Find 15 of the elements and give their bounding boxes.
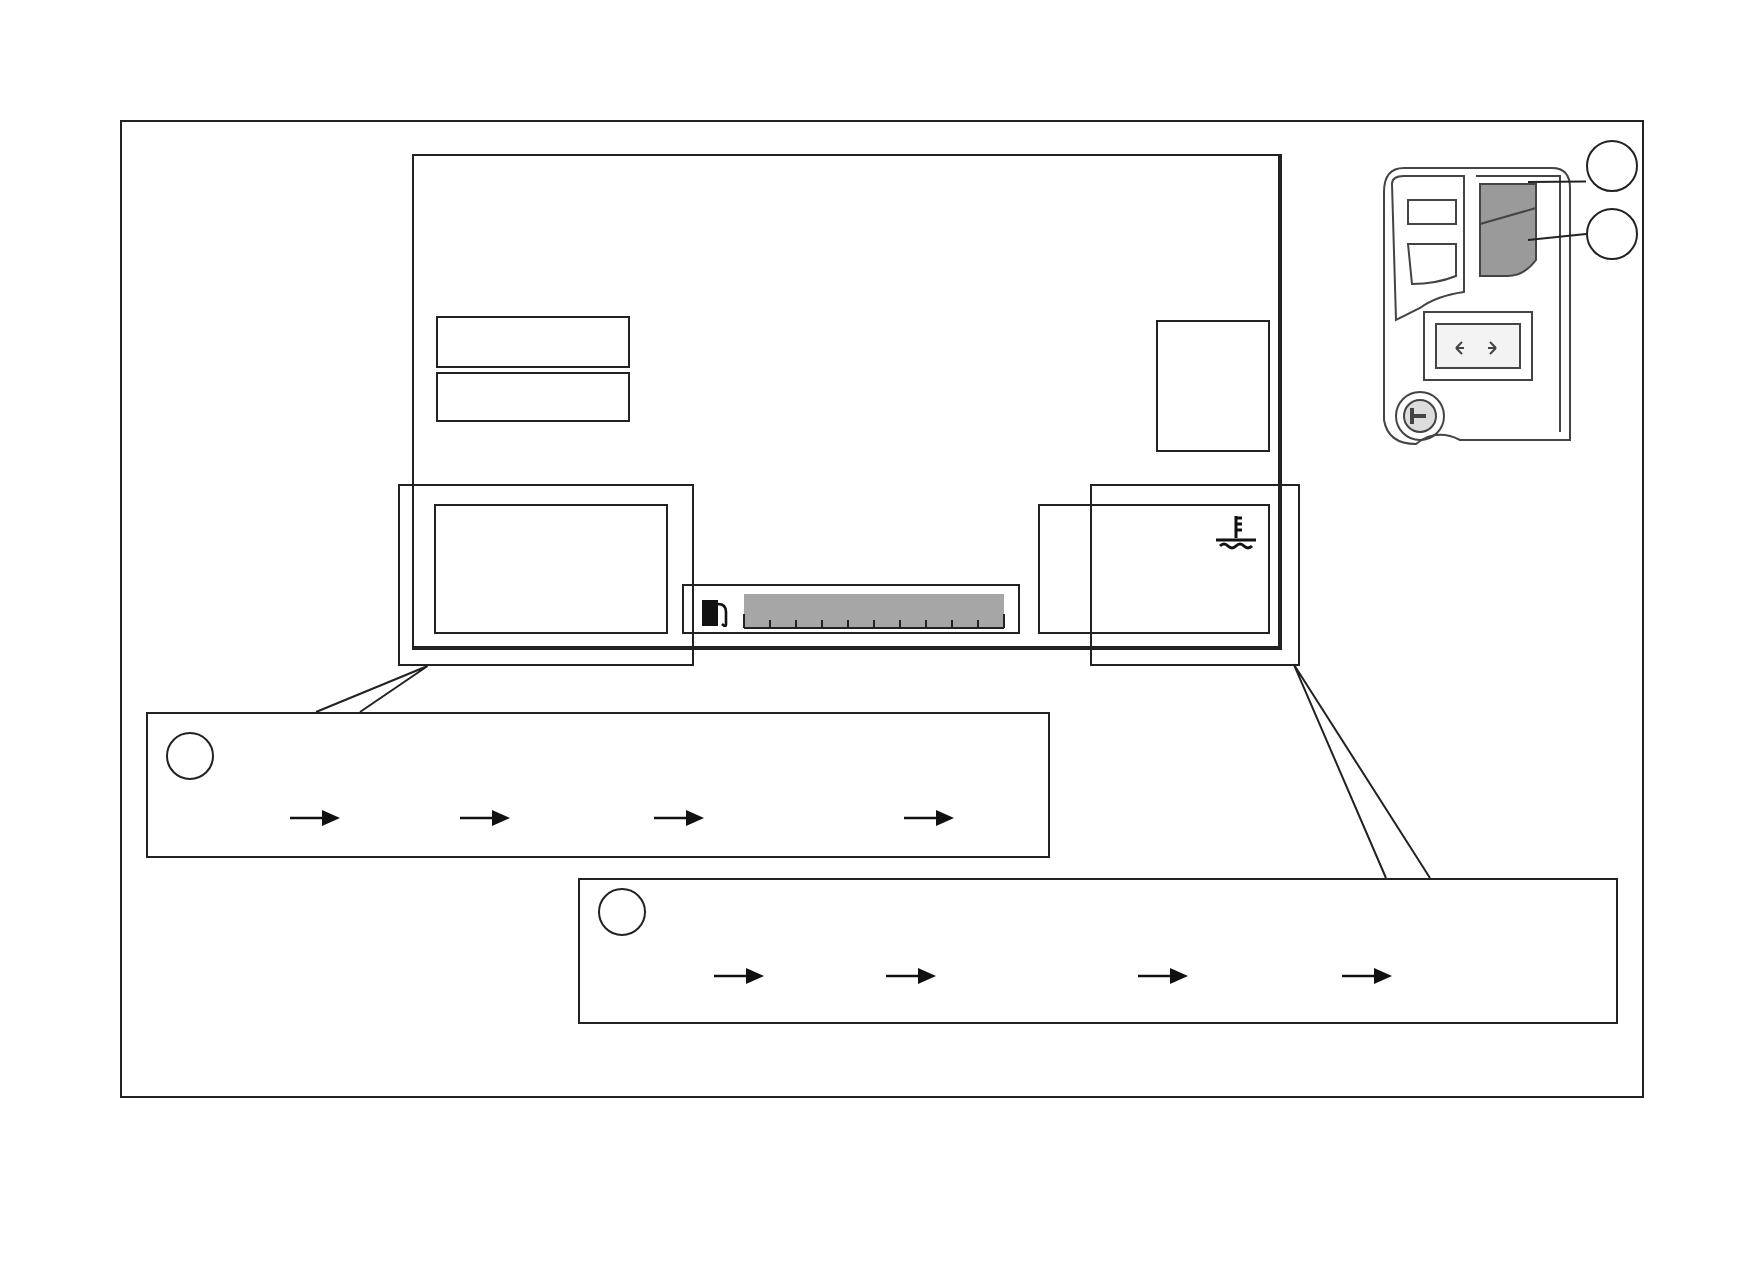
display-field [1038,504,1270,634]
display-field [436,316,630,368]
callout-pointer [315,665,429,713]
highlight-frame [1090,484,1300,666]
display-panel [412,154,1282,650]
callout-box [146,712,1050,858]
display-field [436,372,630,422]
highlight-frame [398,484,694,666]
fuel-gauge [682,584,1020,634]
callout-box [578,878,1618,1024]
leader-line [1527,233,1587,241]
display-field [1156,320,1270,452]
leader-line [1527,180,1587,183]
display-field [434,504,668,634]
callout-pointer [1292,663,1431,879]
